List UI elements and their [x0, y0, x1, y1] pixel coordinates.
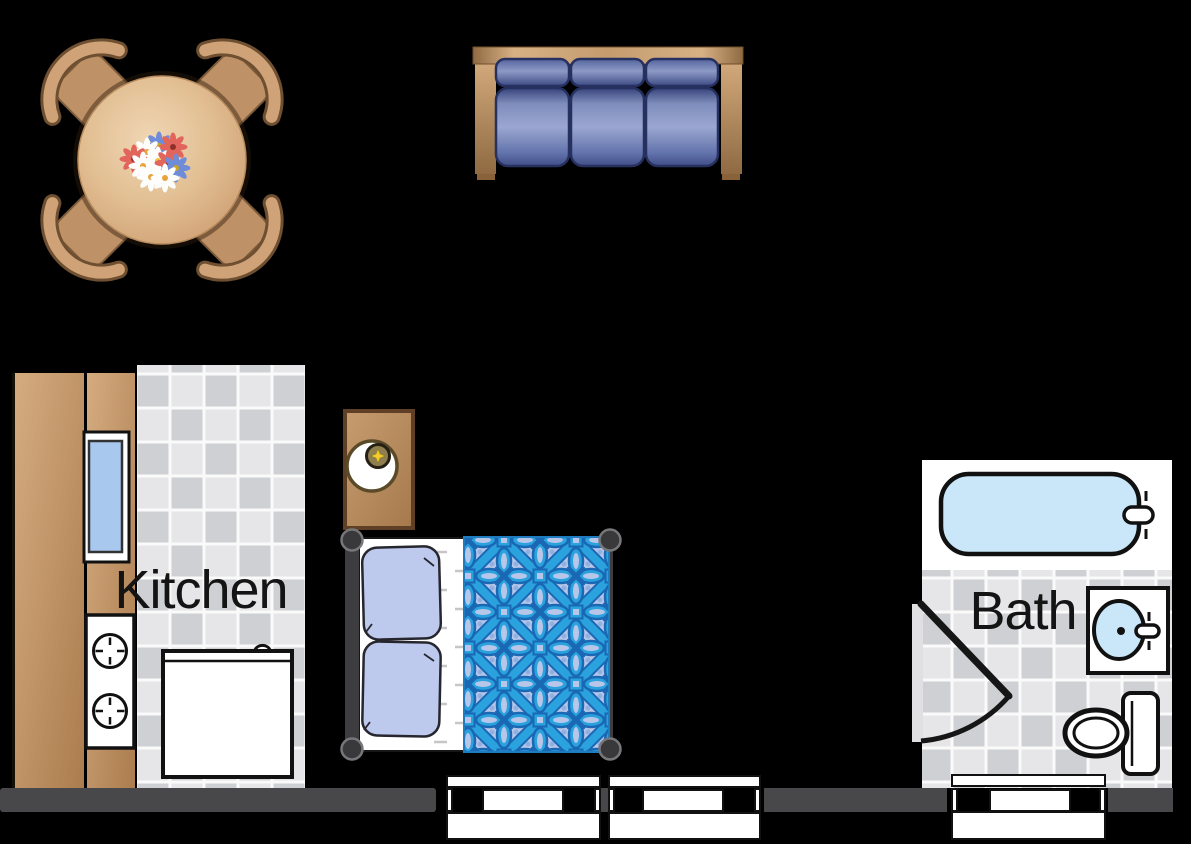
bathroom-door: [917, 600, 1013, 744]
wall-window-1: [446, 775, 601, 840]
bed-posts: [340, 528, 622, 761]
flower-bouquet: [113, 125, 197, 199]
wall-segment-middle: [764, 788, 947, 812]
sofa-left-foot: [477, 173, 495, 180]
kitchen-label: Kitchen: [114, 560, 288, 620]
wall-window-2: [608, 775, 761, 840]
refrigerator: [161, 643, 294, 779]
headboard-rail: [345, 536, 359, 753]
sink-faucet: [1134, 623, 1161, 639]
bathtub: [938, 471, 1155, 557]
bath-label: Bath: [969, 581, 1077, 641]
sink-drain: [1117, 627, 1125, 635]
sofa-right-foot: [722, 173, 740, 180]
stove: [84, 613, 136, 750]
bottom-wall: [0, 774, 1173, 840]
door-swing-arc: [920, 694, 1011, 744]
burner-top: [92, 633, 128, 669]
sofa-left-arm: [475, 62, 496, 174]
counter-edge: [12, 373, 15, 788]
pillow-top: [360, 545, 443, 641]
bed: [340, 528, 622, 761]
window-glass: [87, 439, 124, 554]
pillow-bottom: [361, 640, 442, 738]
pillows: [360, 545, 443, 738]
patterned-quilt: [463, 536, 610, 753]
dining-set: [31, 29, 292, 290]
kitchen-area: [12, 365, 305, 788]
wall-stub-center: [600, 788, 608, 812]
sofa-right-arm: [721, 62, 742, 174]
bathroom: [912, 460, 1172, 788]
bed-area: [340, 409, 622, 761]
sofa: [472, 46, 744, 180]
kitchen-counter-left: [15, 373, 84, 788]
tub-faucet: [1122, 505, 1155, 525]
wall-segment-left: [0, 788, 436, 812]
door-leaf: [917, 600, 1013, 700]
wall-segment-right: [1108, 788, 1173, 812]
table-lamp: [345, 439, 399, 493]
lamp-sparkle: [370, 448, 386, 464]
sofa-seat-cushions: [494, 86, 720, 168]
wall-window-3: [951, 774, 1106, 840]
bathroom-sink: [1086, 586, 1170, 675]
nightstand: [343, 409, 415, 530]
fridge-handle: [253, 643, 272, 651]
burner-bottom: [92, 693, 128, 729]
door-opening: [912, 604, 923, 742]
toilet: [1062, 691, 1160, 776]
sofa-back-cushions: [494, 57, 720, 88]
kitchen-window: [82, 430, 131, 564]
